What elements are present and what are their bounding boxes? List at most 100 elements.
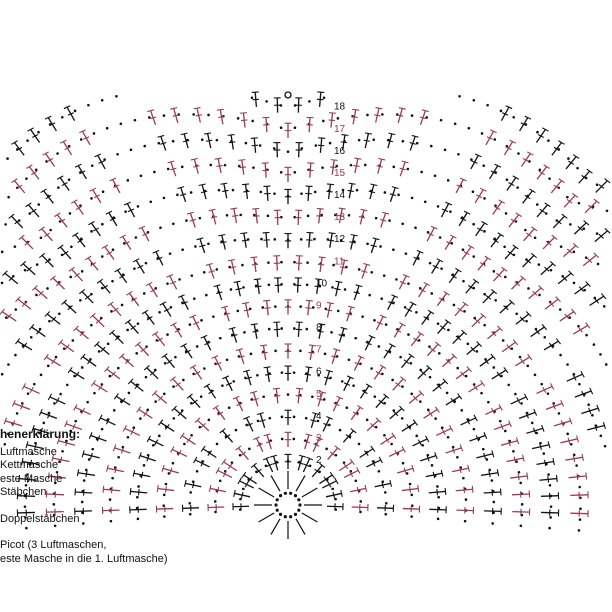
chain-stitch-dot: [540, 382, 544, 386]
stitch-crossbar: [576, 473, 579, 481]
chain-stitch-dot: [132, 426, 136, 430]
stitch-crossbar: [247, 476, 253, 483]
stitch-top: [457, 393, 463, 400]
stitch-crossbar: [323, 422, 330, 427]
chain-stitch-dot: [105, 126, 109, 130]
stitch-top: [533, 408, 538, 416]
stitch-crossbar: [123, 241, 130, 246]
chain-stitch-dot: [446, 435, 450, 439]
chain-stitch-dot: [87, 458, 91, 461]
stitch-top: [156, 484, 159, 493]
chain-stitch-dot: [194, 245, 197, 248]
stitch-crossbar: [154, 439, 159, 446]
stitch-top: [585, 472, 588, 480]
chain-stitch-dot: [200, 319, 203, 322]
stitch-crossbar: [79, 331, 85, 337]
stitch-crossbar: [55, 281, 62, 287]
stitch-crossbar: [85, 470, 88, 478]
chain-stitch-dot: [321, 166, 324, 169]
stitch-crossbar: [566, 248, 573, 254]
stitch-top: [59, 139, 67, 144]
chain-stitch-dot: [383, 401, 386, 405]
row-number-label: 12: [334, 234, 346, 245]
stitch-top: [21, 457, 24, 466]
stitch-crossbar: [329, 451, 336, 457]
stitch-top: [15, 338, 21, 345]
chain-stitch-dot: [428, 261, 432, 265]
stitch-crossbar: [64, 344, 70, 350]
stitch-crossbar: [494, 205, 501, 211]
row-number-label: 10: [316, 278, 328, 289]
chain-stitch-dot: [198, 425, 202, 429]
stitch-top: [494, 163, 502, 168]
stitch-crossbar: [20, 403, 24, 410]
stitch-crossbar: [259, 419, 266, 423]
stitch-top: [204, 132, 212, 135]
chain-stitch-dot: [512, 450, 515, 453]
row-number-label: 3: [316, 433, 322, 444]
chain-stitch-dot: [501, 339, 505, 342]
chain-stitch-dot: [225, 213, 229, 217]
chain-stitch-dot: [460, 409, 464, 412]
chain-stitch-dot: [322, 398, 326, 401]
chain-stitch-dot: [383, 191, 387, 194]
chain-stitch-dot: [207, 242, 210, 246]
chain-stitch-dot: [423, 200, 427, 204]
chain-stitch-dot: [135, 352, 138, 355]
chain-stitch-dot: [440, 267, 443, 270]
stitch-top: [18, 234, 25, 241]
stitch-top: [8, 213, 15, 219]
stitch-top: [459, 177, 467, 182]
stitch-crossbar: [463, 251, 470, 256]
stitch-crossbar: [310, 419, 317, 423]
chain-stitch-dot: [349, 163, 353, 167]
stitch-crossbar: [222, 470, 227, 478]
chain-stitch-dot: [372, 138, 376, 141]
chain-stitch-dot: [380, 297, 384, 300]
stitch-crossbar: [59, 456, 63, 464]
chain-stitch-dot: [572, 453, 576, 457]
chain-stitch-dot: [471, 190, 475, 194]
stitch-crossbar: [77, 238, 84, 244]
stitch-top: [81, 450, 85, 458]
stitch-crossbar: [581, 390, 585, 398]
legend-treble-crochet: Doppelstäbchen: [0, 512, 80, 525]
stitch-top: [228, 326, 236, 330]
stitch-crossbar: [96, 435, 101, 442]
stitch-crossbar: [479, 261, 486, 267]
stitch-top: [354, 157, 362, 160]
stitch-crossbar: [137, 264, 144, 269]
stitch-top: [78, 288, 86, 295]
stitch-top: [298, 454, 306, 458]
legend-chain-stitch: Luftmasche: [0, 445, 57, 458]
chain-stitch-dot: [48, 319, 51, 323]
stitch-top: [198, 183, 206, 187]
stitch-top: [79, 129, 86, 134]
chain-stitch-dot: [28, 212, 32, 215]
chain-stitch-dot: [26, 473, 29, 476]
chain-stitch-dot: [188, 512, 192, 516]
chain-stitch-dot: [577, 201, 581, 205]
chain-stitch-dot: [34, 168, 38, 172]
stitch-top: [200, 334, 208, 339]
stitch-crossbar: [44, 232, 51, 238]
stitch-top: [336, 395, 344, 400]
stitch-top: [326, 416, 333, 420]
stitch-top: [379, 364, 387, 369]
chain-stitch-dot: [527, 287, 530, 290]
stitch-crossbar: [325, 309, 333, 312]
stitch-crossbar: [502, 112, 509, 116]
chain-stitch-dot: [7, 363, 10, 366]
stitch-top: [305, 366, 313, 369]
chain-stitch-dot: [236, 309, 240, 313]
chain-stitch-dot: [13, 245, 17, 248]
stitch-top: [109, 177, 117, 182]
stitch-top: [43, 353, 49, 361]
chain-stitch-dot: [499, 109, 503, 113]
chain-stitch-dot: [533, 373, 537, 377]
stitch-crossbar: [47, 412, 51, 419]
chain-stitch-dot: [195, 469, 199, 473]
stitch-top: [179, 432, 185, 439]
chain-stitch-dot: [142, 292, 146, 295]
chain-stitch-dot: [458, 94, 461, 98]
